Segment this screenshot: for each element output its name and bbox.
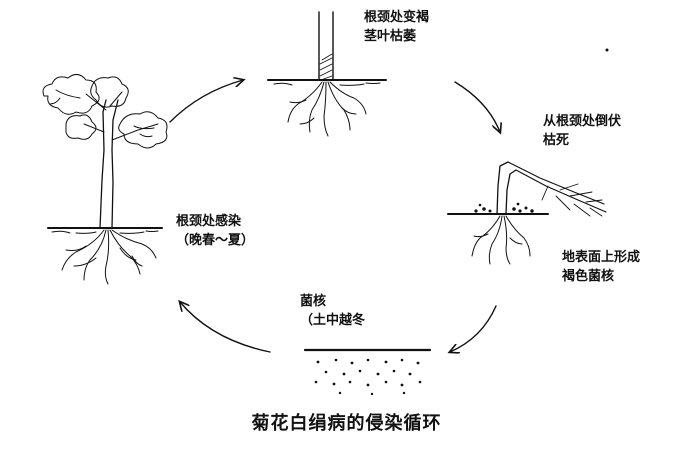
label-left: 根颈处感染 （晚春～夏） xyxy=(176,212,254,250)
stray-dot xyxy=(605,48,609,52)
diagram-title: 菊花白绢病的侵染循环 xyxy=(251,413,442,434)
arrow-right-to-bottom xyxy=(450,305,497,352)
label-right-upper-line1: 从根颈处倒伏 xyxy=(543,114,622,129)
label-top-line2: 茎叶枯萎 xyxy=(364,29,417,44)
label-right-upper-line2: 枯死 xyxy=(543,133,570,148)
label-bottom-line2: （土中越冬 xyxy=(300,313,366,328)
arrow-bottom-to-left xyxy=(180,302,271,353)
label-bottom-line1: 菌核 xyxy=(300,294,327,309)
label-bottom: 菌核 （土中越冬 xyxy=(300,292,365,330)
label-top-line1: 根颈处变褐 xyxy=(364,10,430,25)
wilting-stem-illustration xyxy=(267,11,387,137)
label-left-line2: （晚春～夏） xyxy=(176,233,255,248)
arrow-top-to-right xyxy=(454,81,500,132)
arrow-left-to-top xyxy=(169,80,243,123)
soil-sclerotia-illustration xyxy=(303,348,432,396)
label-right-lower: 地表面上形成 褐色菌核 xyxy=(562,248,640,286)
label-right-upper: 从根颈处倒伏 枯死 xyxy=(543,112,621,150)
label-top: 根颈处变褐 茎叶枯萎 xyxy=(364,8,429,46)
healthy-plant-illustration xyxy=(42,74,168,285)
fallen-plant-illustration xyxy=(447,161,607,265)
label-left-line1: 根颈处感染 xyxy=(176,214,242,229)
label-right-lower-line2: 褐色菌核 xyxy=(562,269,615,284)
label-right-lower-line1: 地表面上形成 xyxy=(562,250,641,265)
